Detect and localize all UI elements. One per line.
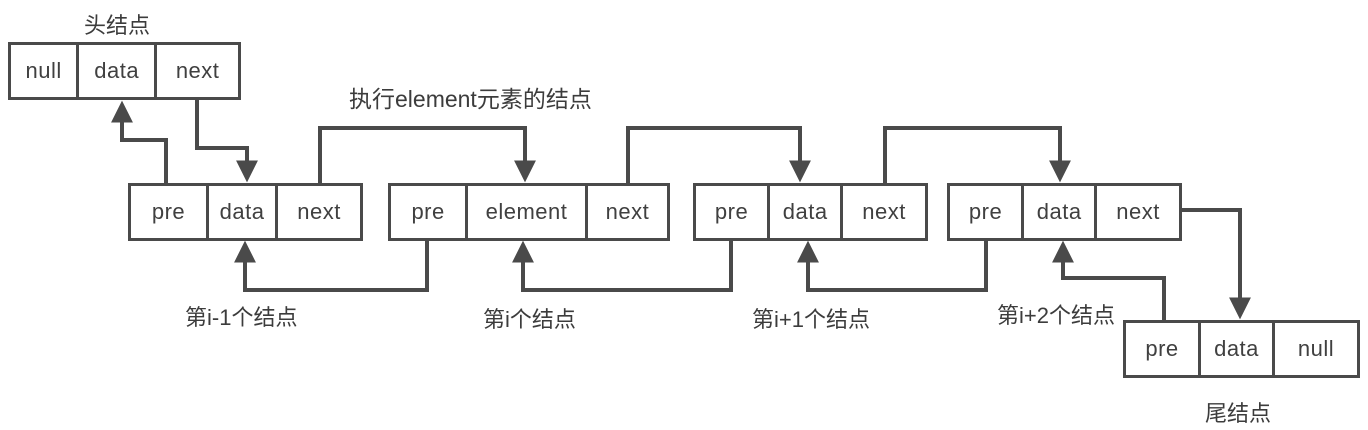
- node4-cell-next: next: [1094, 186, 1179, 238]
- node2-cell-next: next: [584, 186, 667, 238]
- node2-caption: 第i个结点: [483, 307, 576, 332]
- arrow-head-next-to-node1-data: [195, 100, 258, 183]
- head-node-caption: 头结点: [84, 13, 151, 38]
- node3-caption: 第i+1个结点: [752, 307, 870, 332]
- node2-cell-element: element: [465, 186, 585, 238]
- tail-node: pre data null: [1123, 320, 1360, 378]
- node2-cell-pre: pre: [391, 186, 466, 238]
- element-pointer-caption: 执行element元素的结点: [349, 86, 592, 112]
- tail-node-caption: 尾结点: [1205, 401, 1272, 426]
- head-cell-next: next: [154, 45, 239, 97]
- arrow-node4-pre-to-node3-data: [797, 240, 988, 292]
- node-i-element: pre element next: [388, 183, 670, 241]
- node3-cell-pre: pre: [696, 186, 768, 238]
- node4-cell-data: data: [1021, 186, 1095, 238]
- node1-cell-next: next: [275, 186, 360, 238]
- arrow-node2-next-to-node3-data: [626, 126, 811, 183]
- node3-cell-next: next: [840, 186, 925, 238]
- head-cell-data: data: [76, 45, 155, 97]
- node3-cell-data: data: [767, 186, 841, 238]
- node1-cell-pre: pre: [131, 186, 206, 238]
- node1-cell-data: data: [205, 186, 276, 238]
- arrow-node3-pre-to-node2-element: [512, 240, 733, 292]
- node-i-plus-2: pre data next: [947, 183, 1182, 241]
- head-node: null data next: [8, 42, 241, 100]
- tail-cell-pre: pre: [1126, 323, 1198, 375]
- node4-cell-pre: pre: [950, 186, 1022, 238]
- node-i-minus-1: pre data next: [128, 183, 363, 241]
- arrow-node2-pre-to-node1-data: [234, 240, 429, 292]
- arrow-node1-pre-to-head-data: [111, 100, 168, 183]
- head-cell-null: null: [11, 45, 77, 97]
- node-i-plus-1: pre data next: [693, 183, 928, 241]
- node1-caption: 第i-1个结点: [185, 305, 298, 330]
- node4-caption: 第i+2个结点: [997, 303, 1115, 328]
- arrow-node1-next-to-node2-element: [318, 126, 536, 183]
- tail-cell-data: data: [1198, 323, 1272, 375]
- arrow-node3-next-to-node4-data: [883, 126, 1071, 183]
- tail-cell-null: null: [1272, 323, 1357, 375]
- arrow-node4-next-to-tail-data: [1182, 208, 1251, 320]
